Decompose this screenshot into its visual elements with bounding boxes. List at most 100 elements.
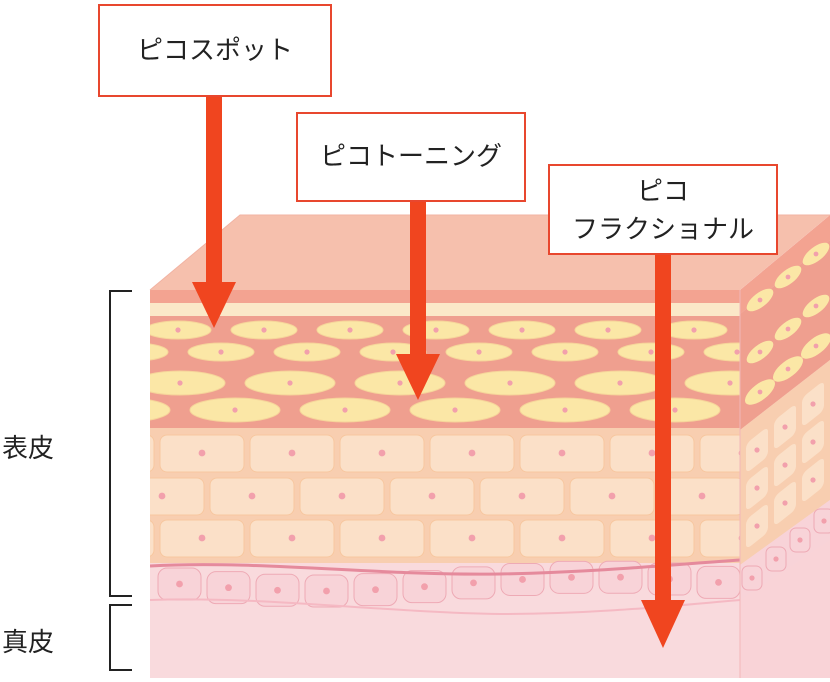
spinous-cell bbox=[699, 519, 740, 558]
cell-nucleus bbox=[558, 449, 566, 457]
epidermis-label: 表皮 bbox=[2, 434, 55, 464]
stratum-corneum bbox=[150, 290, 740, 303]
cell-nucleus bbox=[468, 534, 476, 542]
spinous-cell bbox=[699, 434, 740, 473]
pico-fractional-callout: ピコ フラクショナル bbox=[548, 164, 778, 255]
cell-nucleus bbox=[734, 349, 740, 355]
dermis-bracket bbox=[109, 604, 132, 671]
cell-nucleus bbox=[519, 576, 526, 583]
spinous-cell bbox=[30, 478, 114, 515]
cell-nucleus bbox=[323, 587, 330, 595]
pico-fractional-label-line1: ピコ bbox=[636, 177, 689, 207]
cell-nucleus bbox=[89, 327, 94, 332]
pico-fractional-label-line2: フラクショナル bbox=[571, 215, 754, 245]
cell-nucleus bbox=[749, 575, 755, 581]
cell-nucleus bbox=[132, 349, 137, 354]
cell-nucleus bbox=[122, 407, 127, 412]
cell-nucleus bbox=[3, 327, 8, 332]
pico-fractional-arrow bbox=[641, 255, 685, 648]
cell-nucleus bbox=[390, 349, 396, 355]
cell-nucleus bbox=[433, 327, 439, 333]
granular-cell bbox=[16, 343, 82, 361]
cell-nucleus bbox=[562, 349, 568, 355]
cell-group-side bbox=[741, 242, 830, 591]
granular-cell bbox=[0, 398, 60, 422]
cell-nucleus bbox=[691, 327, 697, 333]
cell-nucleus bbox=[347, 327, 353, 333]
spinous-cell bbox=[150, 520, 155, 557]
cell-nucleus bbox=[158, 492, 166, 500]
cell-nucleus bbox=[225, 584, 232, 592]
spinous-cell bbox=[150, 435, 155, 472]
cell-nucleus bbox=[175, 327, 181, 333]
cell-nucleus bbox=[754, 523, 760, 529]
cell-nucleus bbox=[198, 449, 206, 457]
cell-nucleus bbox=[648, 349, 654, 355]
granular-cell bbox=[0, 321, 39, 339]
cell-nucleus bbox=[672, 407, 678, 413]
cell-nucleus bbox=[452, 407, 458, 413]
cell-nucleus bbox=[261, 327, 267, 333]
cell-nucleus bbox=[754, 485, 760, 491]
cell-nucleus bbox=[558, 534, 566, 542]
cell-nucleus bbox=[568, 573, 575, 581]
cell-nucleus bbox=[198, 534, 206, 542]
cell-nucleus bbox=[754, 447, 760, 453]
cell-nucleus bbox=[288, 449, 296, 457]
cell-nucleus bbox=[69, 493, 76, 500]
cell-nucleus bbox=[248, 492, 256, 500]
cell-nucleus bbox=[288, 534, 296, 542]
cell-nucleus bbox=[773, 556, 779, 562]
cell-nucleus bbox=[338, 492, 346, 500]
cell-nucleus bbox=[46, 349, 51, 354]
granular-cell bbox=[150, 370, 226, 396]
cell-nucleus bbox=[342, 407, 348, 413]
cell-nucleus bbox=[797, 537, 803, 543]
cell-nucleus bbox=[421, 583, 428, 591]
cell-nucleus bbox=[476, 349, 482, 355]
cell-nucleus bbox=[810, 477, 816, 483]
cell-nucleus bbox=[813, 303, 819, 309]
cell-nucleus bbox=[397, 380, 403, 386]
epidermis-bracket bbox=[109, 290, 132, 597]
cell-nucleus bbox=[782, 424, 788, 430]
cell-nucleus bbox=[378, 449, 386, 457]
cell-nucleus bbox=[617, 573, 624, 581]
cell-nucleus bbox=[813, 251, 819, 257]
granular-cell bbox=[703, 342, 740, 362]
cell-nucleus bbox=[232, 407, 238, 413]
cell-nucleus bbox=[468, 449, 476, 457]
pico-toning-arrow bbox=[396, 202, 440, 400]
cell-nucleus bbox=[519, 327, 525, 333]
cell-nucleus bbox=[785, 366, 791, 372]
cell-nucleus bbox=[782, 500, 788, 506]
cell-nucleus bbox=[810, 439, 816, 445]
pico-spot-label: ピコスポット bbox=[136, 36, 293, 66]
skin-side-face bbox=[740, 215, 830, 678]
granular-cell bbox=[59, 321, 125, 339]
pico-toning-label: ピコトーニング bbox=[319, 142, 502, 172]
cell-nucleus bbox=[757, 297, 763, 303]
cell-nucleus bbox=[813, 343, 819, 349]
cell-nucleus bbox=[757, 349, 763, 355]
cell-nucleus bbox=[757, 389, 763, 395]
cell-nucleus bbox=[785, 274, 791, 280]
cell-nucleus bbox=[372, 586, 379, 594]
granular-cell bbox=[150, 399, 171, 421]
cell-nucleus bbox=[648, 449, 656, 457]
cell-nucleus bbox=[176, 580, 183, 588]
cell-nucleus bbox=[782, 462, 788, 468]
cell-nucleus bbox=[507, 380, 513, 386]
cell-nucleus bbox=[715, 578, 722, 586]
pico-spot-callout: ピコスポット bbox=[98, 4, 332, 97]
cell-nucleus bbox=[821, 518, 827, 524]
granular-cell bbox=[150, 343, 169, 361]
cell-nucleus bbox=[304, 349, 310, 355]
cell-nucleus bbox=[470, 579, 477, 587]
cell-nucleus bbox=[378, 534, 386, 542]
pico-toning-callout: ピコトーニング bbox=[296, 112, 526, 202]
cell-nucleus bbox=[67, 380, 72, 385]
cell-nucleus bbox=[648, 534, 656, 542]
